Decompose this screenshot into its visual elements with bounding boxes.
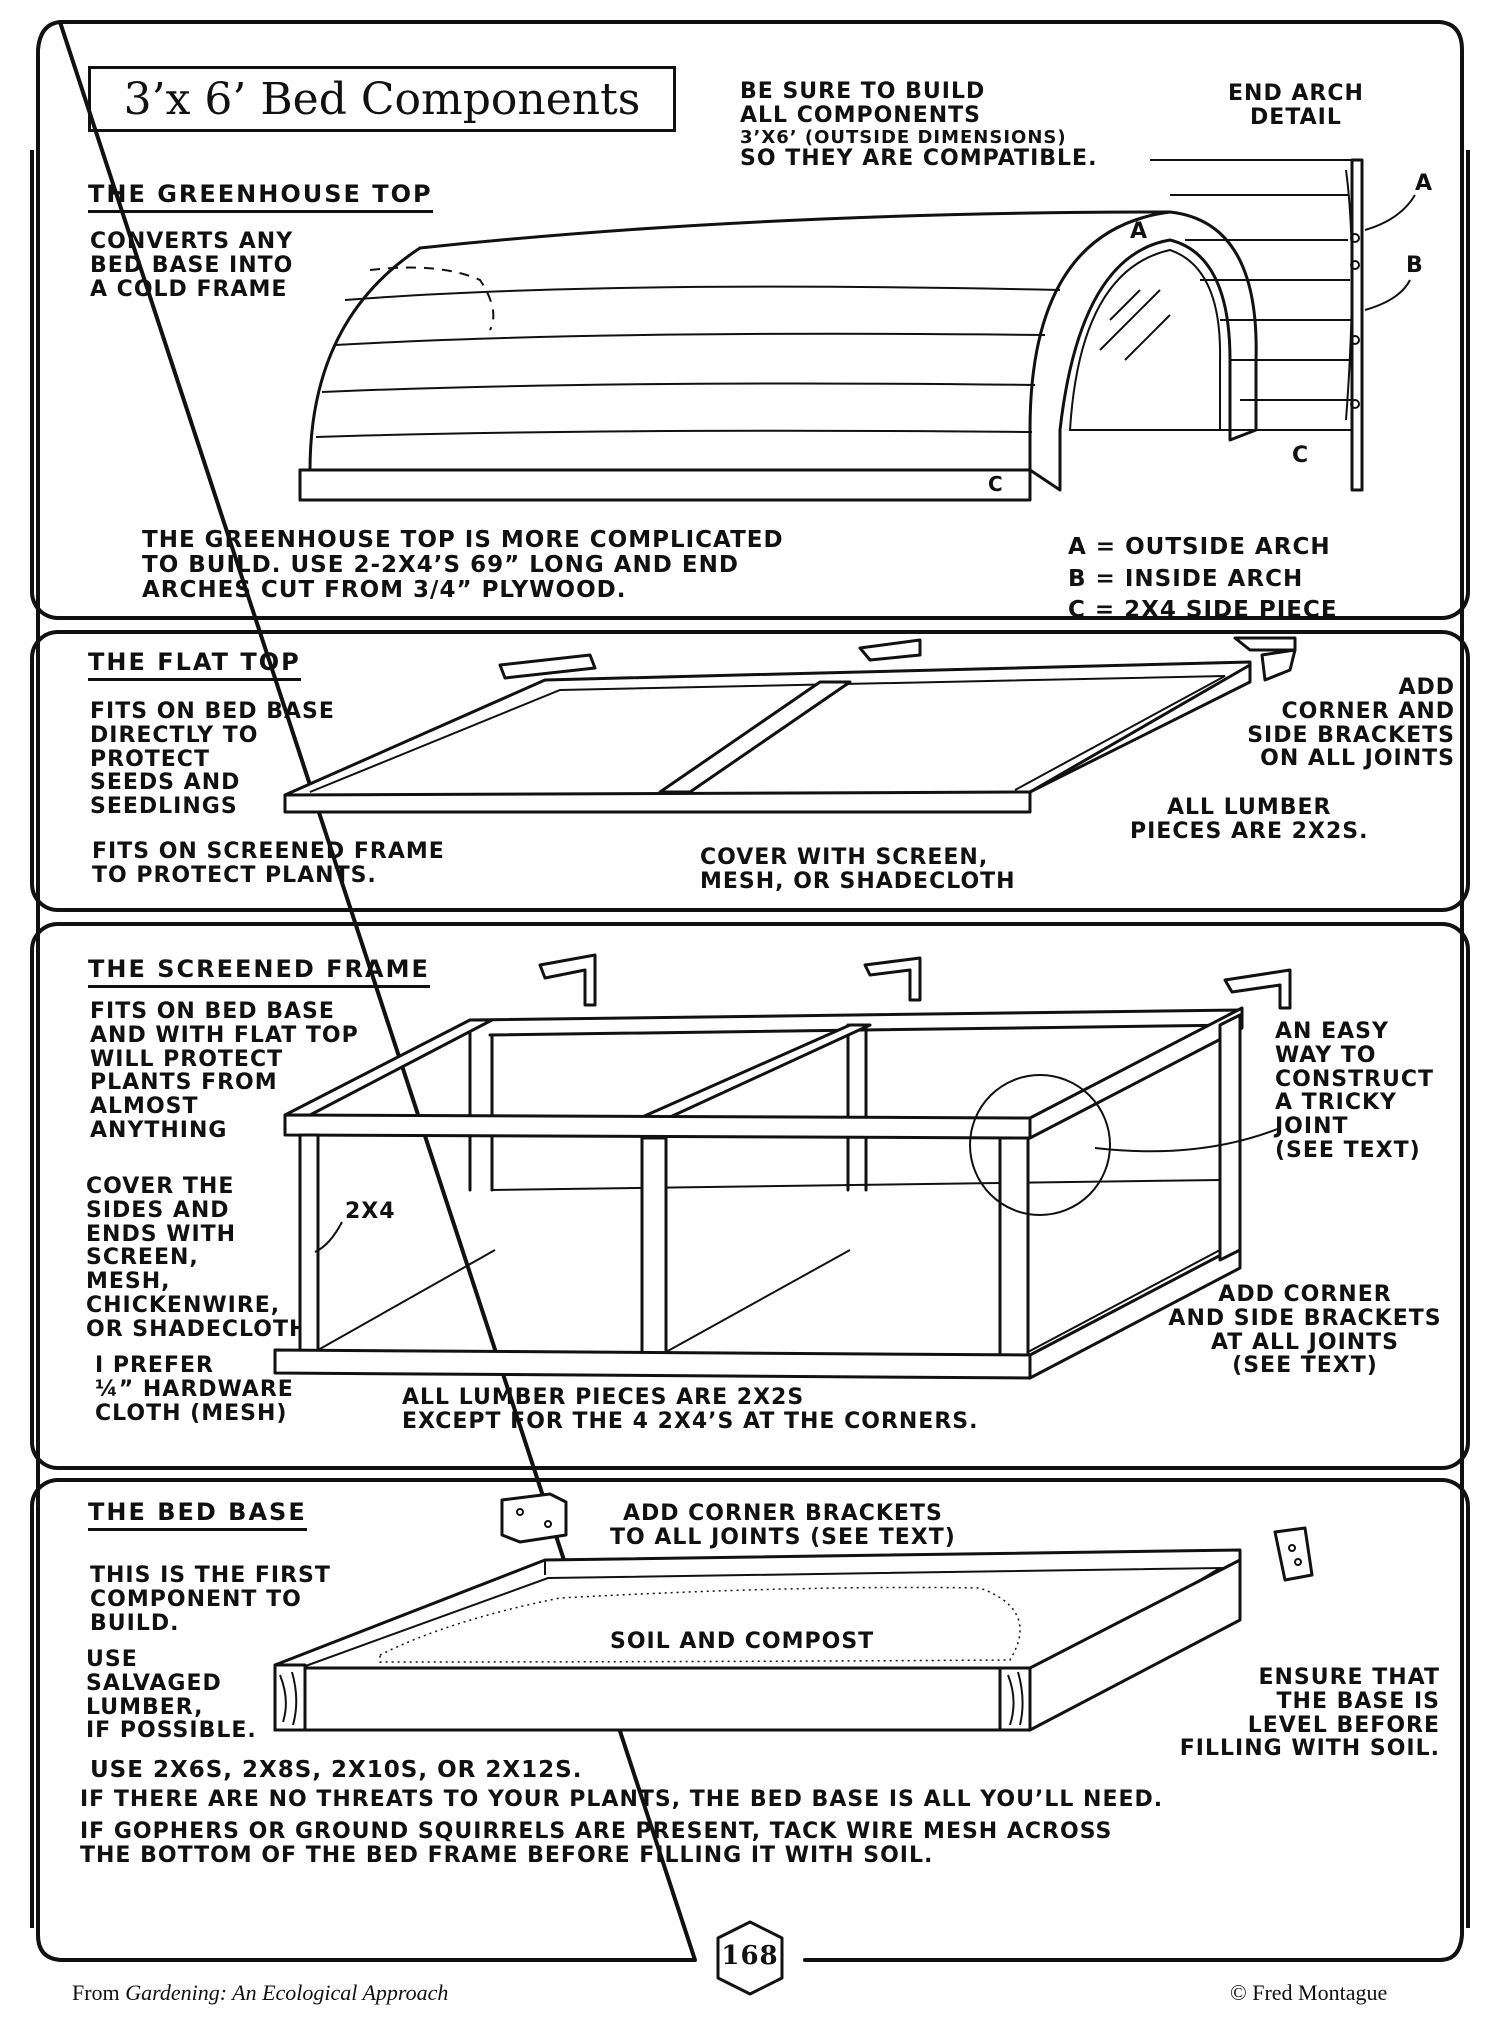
base-label-c: c xyxy=(988,472,1004,496)
detail-label-a: A xyxy=(1415,171,1434,196)
flat-top-header: THE FLAT TOP xyxy=(88,648,301,681)
label-2x4: 2x4 xyxy=(345,1199,396,1224)
greenhouse-top-panel xyxy=(30,150,1470,620)
bed-base-sizes: USE 2x6s, 2x8s, 2x10s, OR 2x12s. xyxy=(90,1757,583,1783)
bed-base-panel xyxy=(30,1478,1470,1928)
screened-lumber: ALL LUMBER PIECES ARE 2x2sEXCEPT FOR THE… xyxy=(402,1385,979,1434)
detail-label-c: C xyxy=(1292,443,1310,468)
flat-top-panel xyxy=(30,630,1470,912)
footer-from: From xyxy=(72,1980,126,2005)
flat-top-cover: COVER WITH SCREEN,MESH, OR SHADECLOTH xyxy=(700,845,1016,894)
bed-base-threats: IF THERE ARE NO THREATS TO YOUR PLANTS, … xyxy=(80,1787,1164,1812)
screened-frame-header: THE SCREENED FRAME xyxy=(88,955,430,988)
footer-book-title: Gardening: An Ecological Approach xyxy=(125,1980,449,2005)
bed-base-gophers: IF GOPHERS OR GROUND SQUIRRELS ARE PRESE… xyxy=(80,1819,1113,1868)
soil-label: SOIL AND COMPOST xyxy=(610,1629,875,1654)
footer-copyright: © Fred Montague xyxy=(1230,1980,1388,2005)
detail-label-b: B xyxy=(1406,253,1424,278)
bed-base-header: THE BED BASE xyxy=(88,1498,307,1531)
page-title: 3’x 6’ Bed Components xyxy=(88,66,676,132)
footer-source: From Gardening: An Ecological Approach xyxy=(72,1980,448,2006)
screened-frame-panel xyxy=(30,922,1470,1470)
greenhouse-top-header: THE GREENHOUSE TOP xyxy=(88,180,433,213)
page-number: 168 xyxy=(721,1941,779,1971)
arch-label-a: A xyxy=(1130,219,1149,244)
page-number-hexagon xyxy=(716,1920,784,1996)
